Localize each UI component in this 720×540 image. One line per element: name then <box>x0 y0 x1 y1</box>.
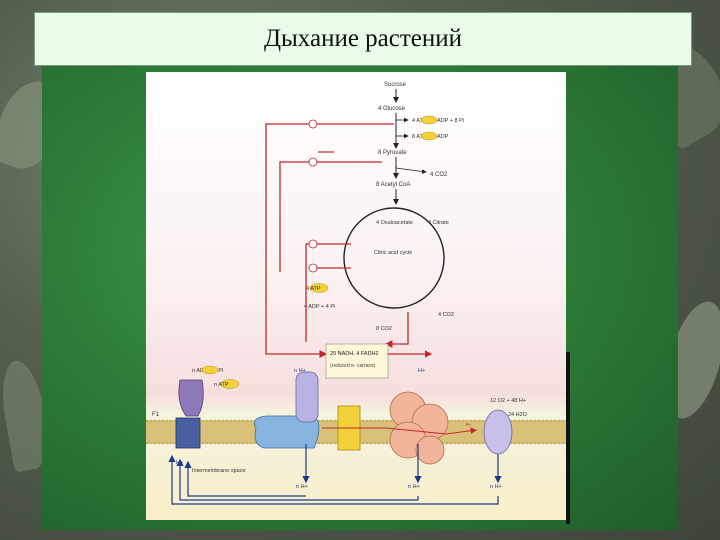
label-intermembrane-space: Intermembrane space <box>192 468 246 474</box>
label-electron: e- <box>466 422 471 428</box>
figure-shadow <box>566 352 570 524</box>
label-sucrose: Sucrose <box>384 82 407 88</box>
arrow-electron-flow <box>322 427 478 435</box>
title-bar: Дыхание растений <box>34 12 692 66</box>
nadh-marker <box>308 263 318 273</box>
arrow-fadh-krebs <box>384 312 409 348</box>
arrow-nadh-pyruvate <box>279 161 382 272</box>
label-n-proton-bottom-2: n H+ <box>408 484 420 490</box>
nadh-marker <box>308 157 318 167</box>
nadh-marker <box>308 239 318 249</box>
atp-synthase-f0 <box>175 417 201 449</box>
arrow-proton-return-inner <box>184 460 306 497</box>
carriers-box <box>325 343 389 379</box>
label-n-proton-bottom-3: n H+ <box>490 484 502 490</box>
complex-i <box>253 415 320 449</box>
label-f1: F1 <box>152 412 160 418</box>
label-citrate: 4 Citrate <box>428 220 449 226</box>
arrow-proton-return-middle <box>176 458 419 501</box>
arrow-proton-return-outer <box>168 454 499 505</box>
label-oxygen: 12 O2 + 48 H+ <box>490 398 526 404</box>
adp-badge <box>201 365 219 375</box>
label-water: 24 H2O <box>508 412 528 418</box>
label-n-proton: n H+ <box>294 368 306 374</box>
krebs-cycle-circle <box>343 207 445 309</box>
slide-title: Дыхание растений <box>263 25 463 52</box>
label-krebs-atp: 4 ATP <box>306 286 321 292</box>
label-atp-in: 4 ATP + 4 ADP + 8 Pi <box>412 118 464 124</box>
label-atp-product: n ATP <box>214 382 229 388</box>
arrow-co2-release <box>395 167 427 174</box>
label-co2-glycolysis: 4 CO2 <box>430 172 448 178</box>
label-oxaloacetate: 4 Oxaloacetate <box>376 220 413 226</box>
complex-iii <box>389 391 449 465</box>
atp-badge <box>420 115 438 125</box>
label-carriers-note: (reduced e- carriers) <box>330 363 376 369</box>
nadh-marker <box>308 119 318 129</box>
label-carriers: 20 NADH, 4 FADH2 <box>330 351 379 357</box>
atp-synthase-f1 <box>178 379 204 417</box>
label-krebs-adp: 4 ADP + 4 Pi <box>304 304 335 310</box>
label-krebs-co2-a: 4 CO2 <box>438 312 454 318</box>
atp-badge <box>309 283 329 293</box>
atp-badge <box>420 131 438 141</box>
label-glucose: 4 Glucose <box>378 106 406 112</box>
arrow-nadh-krebs-1 <box>305 243 351 342</box>
arrow-nadh-glycolysis <box>265 123 394 358</box>
respiration-diagram-svg: Sucrose 4 Glucose 4 ATP + 4 ADP + 8 Pi 8… <box>146 72 566 520</box>
complex-i-arm <box>295 371 319 423</box>
label-krebs-co2-b: 8 CO2 <box>376 326 392 332</box>
label-pyruvate: 8 Pyruvate <box>378 150 407 156</box>
atp-badge <box>220 379 240 389</box>
label-acetyl-coa: 8 Acetyl CoA <box>376 182 410 188</box>
label-proton: H+ <box>418 368 425 374</box>
label-n-proton-bottom: n H+ <box>296 484 308 490</box>
label-cycle-name: Citric acid cycle <box>374 250 412 256</box>
respiration-diagram: Sucrose 4 Glucose 4 ATP + 4 ADP + 8 Pi 8… <box>146 72 566 520</box>
